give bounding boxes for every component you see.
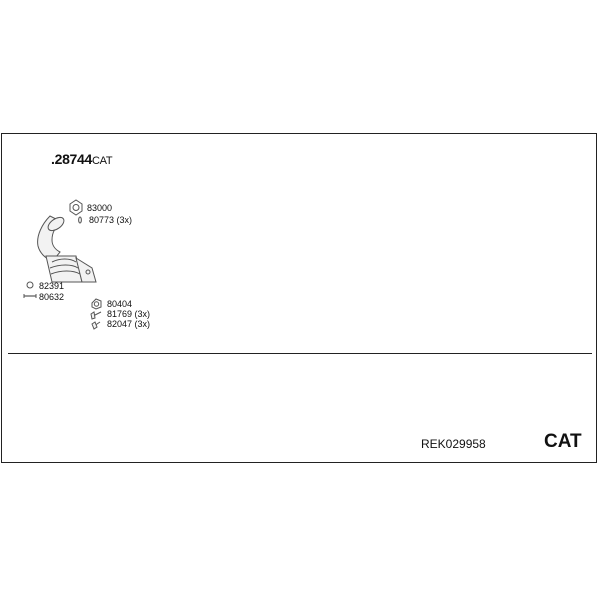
category-label: CAT <box>544 431 582 452</box>
part-suffix: CAT <box>92 155 113 167</box>
label-82047: 82047 (3x) <box>107 319 151 329</box>
label-83000: 83000 <box>87 203 113 213</box>
catalytic-converter-icon[interactable] <box>37 215 97 283</box>
part-title: .28744CAT <box>51 151 113 167</box>
label-82391: 82391 <box>39 281 65 291</box>
nut-icon[interactable] <box>91 321 101 330</box>
gasket-icon[interactable] <box>69 199 83 216</box>
bolt-icon[interactable] <box>90 311 102 320</box>
label-80773: 80773 (3x) <box>89 215 133 225</box>
label-81769: 81769 (3x) <box>107 309 151 319</box>
frame-divider <box>8 353 592 354</box>
part-number: .28744 <box>51 151 93 167</box>
drawing-frame <box>1 133 597 463</box>
label-80632: 80632 <box>39 292 65 302</box>
sensor-icon[interactable] <box>91 298 102 310</box>
bolt-icon[interactable] <box>78 216 82 224</box>
label-80404: 80404 <box>107 299 133 309</box>
clamp-icon[interactable] <box>23 281 37 298</box>
kit-reference: REK029958 <box>421 437 486 451</box>
